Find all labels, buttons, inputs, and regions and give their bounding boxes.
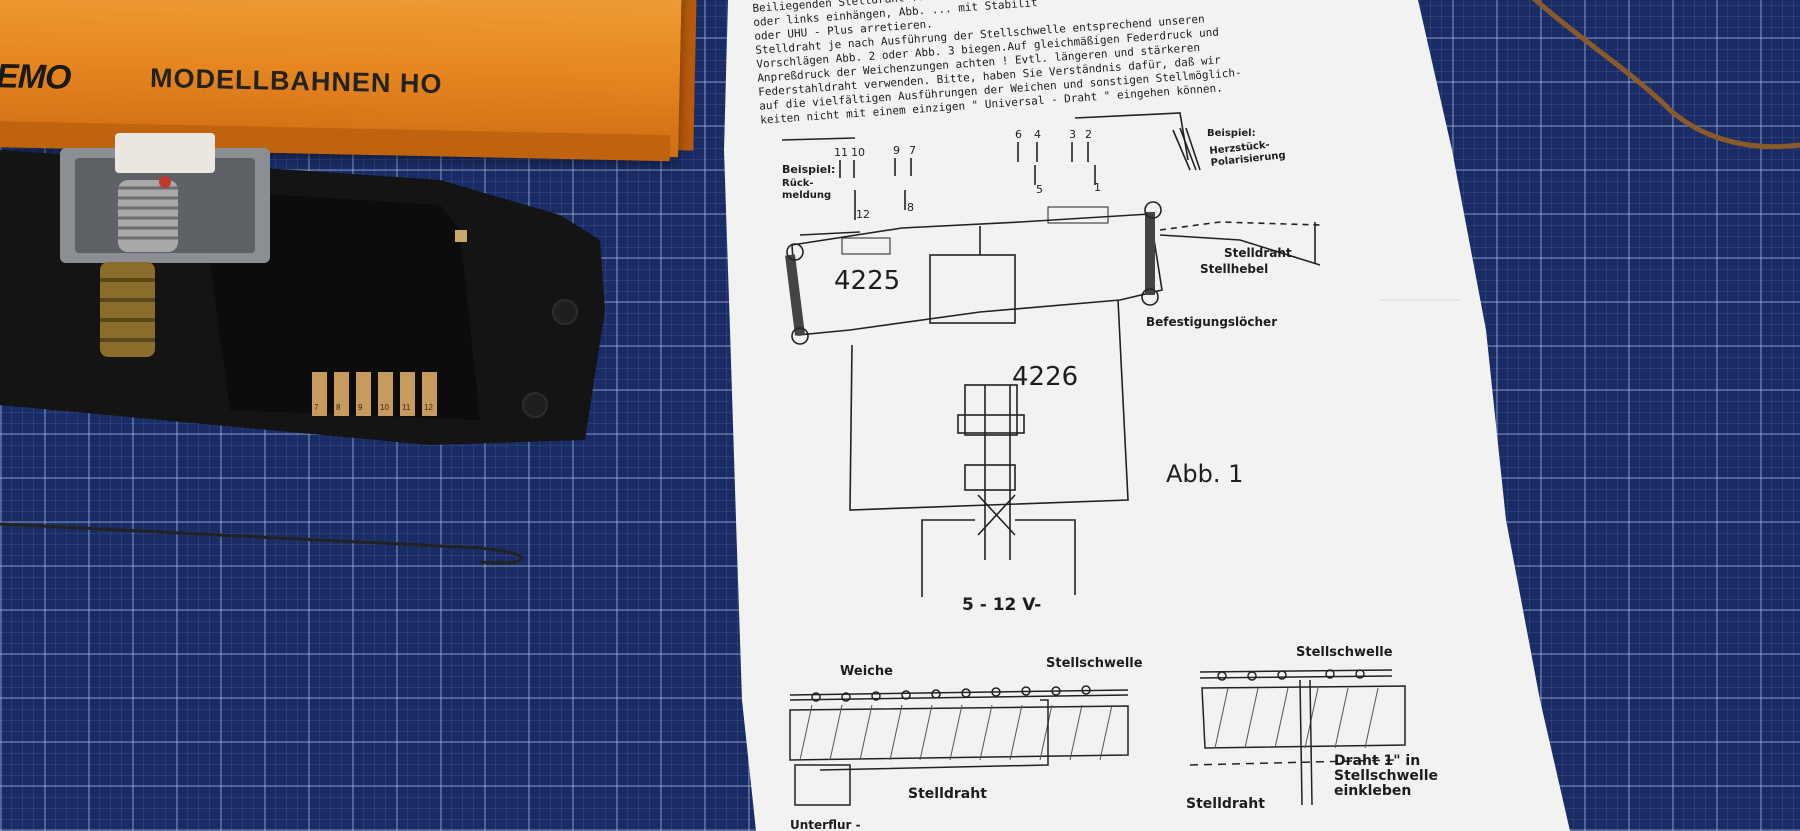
label-beispiel: Beispiel: — [782, 163, 836, 176]
pcb-contacts: 7 8 9 10 11 12 — [312, 372, 437, 416]
label-stellschwelle-right: Stellschwelle — [1296, 645, 1393, 660]
pin-11: 11 — [834, 146, 848, 159]
label-unterflur: Unterflur - — [790, 818, 861, 831]
label-stelldraht-right: Stelldraht — [1186, 796, 1265, 812]
pin-8: 8 — [907, 201, 914, 214]
pin-4: 4 — [1034, 128, 1041, 141]
coil-spring — [118, 180, 178, 252]
pcb-contact-pad — [356, 372, 371, 416]
pin-7: 7 — [909, 144, 916, 157]
pcb-contact-pad — [378, 372, 393, 416]
pcb-contact-label: 8 — [336, 403, 341, 412]
label-stelldraht: Stelldraht — [1224, 246, 1292, 260]
pcb-contact-label: 12 — [424, 403, 433, 412]
label-weiche: Weiche — [840, 664, 893, 679]
pin-12: 12 — [856, 208, 870, 221]
label-rueckmeldung: Rück- meldung — [782, 178, 832, 201]
steel-wire — [0, 522, 524, 565]
pin-10: 10 — [851, 146, 865, 159]
label-beispiel-right: Beispiel: — [1207, 128, 1256, 139]
white-slider — [115, 133, 215, 173]
label-befestigung: Befestigungslöcher — [1146, 315, 1278, 329]
pcb-contact-label: 7 — [314, 403, 319, 412]
brown-wire — [1531, 0, 1800, 150]
pin-3: 3 — [1069, 128, 1076, 141]
pcb-contact-pad — [400, 372, 415, 416]
abb2-diagram — [789, 685, 1129, 806]
model-4226: 4226 — [1012, 362, 1079, 392]
label-draht-note: Draht 1" in Stellschwelle einkleben — [1334, 753, 1438, 799]
model-4225: 4225 — [834, 266, 901, 296]
pcb-contact-label: 9 — [358, 403, 363, 412]
pcb-contact-label: 10 — [380, 403, 389, 412]
figure-abb1: Abb. 1 — [1166, 460, 1244, 488]
pcb-contact-pad — [422, 372, 437, 416]
pin-5: 5 — [1036, 183, 1043, 196]
brass-screw — [100, 262, 155, 357]
abb1-diagram — [781, 112, 1321, 597]
pcb-contact-pad — [312, 372, 327, 416]
pin-6: 6 — [1015, 128, 1022, 141]
pin-9: 9 — [893, 144, 900, 157]
label-voltage: 5 - 12 V- — [962, 595, 1042, 615]
pcb-contact-label: 11 — [402, 403, 411, 412]
label-stellhebel: Stellhebel — [1200, 262, 1269, 276]
abb3-diagram — [1189, 669, 1406, 806]
pin-2: 2 — [1085, 128, 1092, 141]
pcb-contact-pad — [334, 372, 349, 416]
label-stelldraht-left: Stelldraht — [908, 786, 987, 802]
label-stellschwelle-left: Stellschwelle — [1046, 656, 1143, 671]
abb1-stripes — [841, 206, 1109, 255]
pin-1: 1 — [1094, 181, 1101, 194]
turnout-motor-photo: 7 8 9 10 11 12 — [0, 133, 605, 565]
paper-sheet — [724, 0, 1570, 831]
